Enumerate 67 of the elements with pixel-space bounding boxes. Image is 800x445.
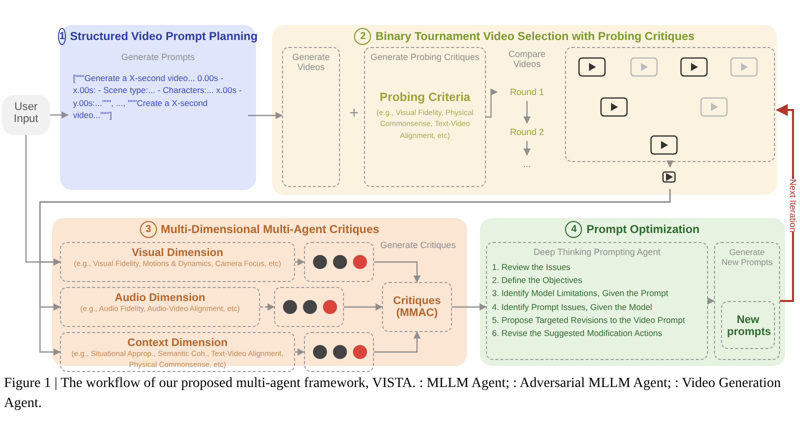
agent-box [486, 242, 708, 360]
step-number: 4 [565, 221, 582, 238]
criteria-title: Probing Criteria [378, 90, 472, 104]
arrow [523, 141, 531, 156]
arrow [39, 189, 671, 356]
stage-panel [480, 218, 785, 366]
step-label: Generate Critiques [379, 240, 457, 250]
step-label: Generate Videos [291, 52, 331, 72]
section-title: Prompt Optimization [586, 224, 700, 236]
dimension-title: Visual Dimension [130, 247, 224, 259]
arrow [344, 303, 383, 311]
list-item: 2. Define the Objectives [492, 274, 584, 288]
step-box [282, 47, 340, 187]
agent-panel [304, 332, 374, 372]
step-label: Generate Prompts [120, 52, 196, 62]
list-item: 1. Review the Issues [492, 261, 572, 274]
prompt-text: ["""Generate a X-second video... 0.00s - x.00s: - Scene type:... - Characters:... x.00s - y.00s:...""", ..., """Create a X-second video..."""] [73, 72, 243, 122]
arrow [50, 111, 69, 119]
section-title: Multi-Dimensional Multi-Agent Critiques [160, 224, 380, 236]
ellipsis: ... [522, 159, 532, 169]
arrow [248, 112, 283, 120]
arrow [708, 297, 715, 305]
arrow [486, 88, 498, 118]
agent-panel [274, 287, 344, 327]
list-item: 4. Identify Prompt Issues, Given the Model [492, 300, 654, 314]
section-title: Structured Video Prompt Planning [70, 30, 258, 42]
critiques-box [382, 282, 452, 332]
arrow [374, 331, 421, 353]
output-box [721, 301, 775, 349]
dimension-box [60, 242, 295, 282]
arrow [452, 303, 487, 311]
stage-panel [60, 25, 256, 190]
list-item: 6. Revise the Suggested Modification Actions [492, 326, 664, 340]
step-label: Generate Probing Critiques [370, 52, 480, 62]
stage-panel [272, 25, 777, 195]
round-label: Round 1 [508, 87, 546, 97]
dimension-box [60, 332, 295, 372]
step-number: 3 [140, 221, 157, 238]
arrow [260, 303, 275, 311]
round-label: Round 2 [508, 127, 546, 137]
node-label: Critiques (MMAC) [392, 295, 442, 319]
figure-caption: Figure 1 | The workflow of our proposed multi-agent framework, VISTA. : MLLM Agent; : Adversarial MLLM Agent; : Video Generation Agent. [4, 375, 782, 414]
section-title: Binary Tournament Video Selection with Probing Critiques [375, 30, 695, 42]
edge-label: Next Iteration [788, 178, 798, 232]
arrow [523, 101, 531, 124]
node-label: New prompts [727, 314, 769, 338]
plus-sign: + [348, 105, 360, 123]
agent-panel [304, 242, 374, 282]
arrow [295, 348, 305, 356]
step-number: 1 [58, 28, 66, 45]
arrow [666, 160, 674, 168]
dimension-title: Audio Dimension [114, 292, 206, 304]
agent-title: Deep Thinking Prompting Agent [532, 247, 662, 257]
list-item: 5. Propose Targeted Revisions to the Video Prompt [492, 314, 686, 327]
list-item: 3. Identify Model Limitations, Given the Prompt [492, 287, 670, 300]
step-number: 2 [354, 28, 372, 45]
dimension-title: Context Dimension [126, 337, 229, 349]
step-label: Compare Videos [507, 49, 546, 69]
node-label: User Input [12, 100, 40, 125]
input-box [2, 95, 50, 135]
arrow [295, 258, 305, 266]
step-label: Generate New Prompts [720, 247, 774, 267]
step-box [364, 47, 486, 187]
arrow [374, 261, 421, 283]
tournament-bracket [565, 47, 775, 162]
step-box [714, 242, 780, 360]
dimension-box [60, 287, 260, 327]
